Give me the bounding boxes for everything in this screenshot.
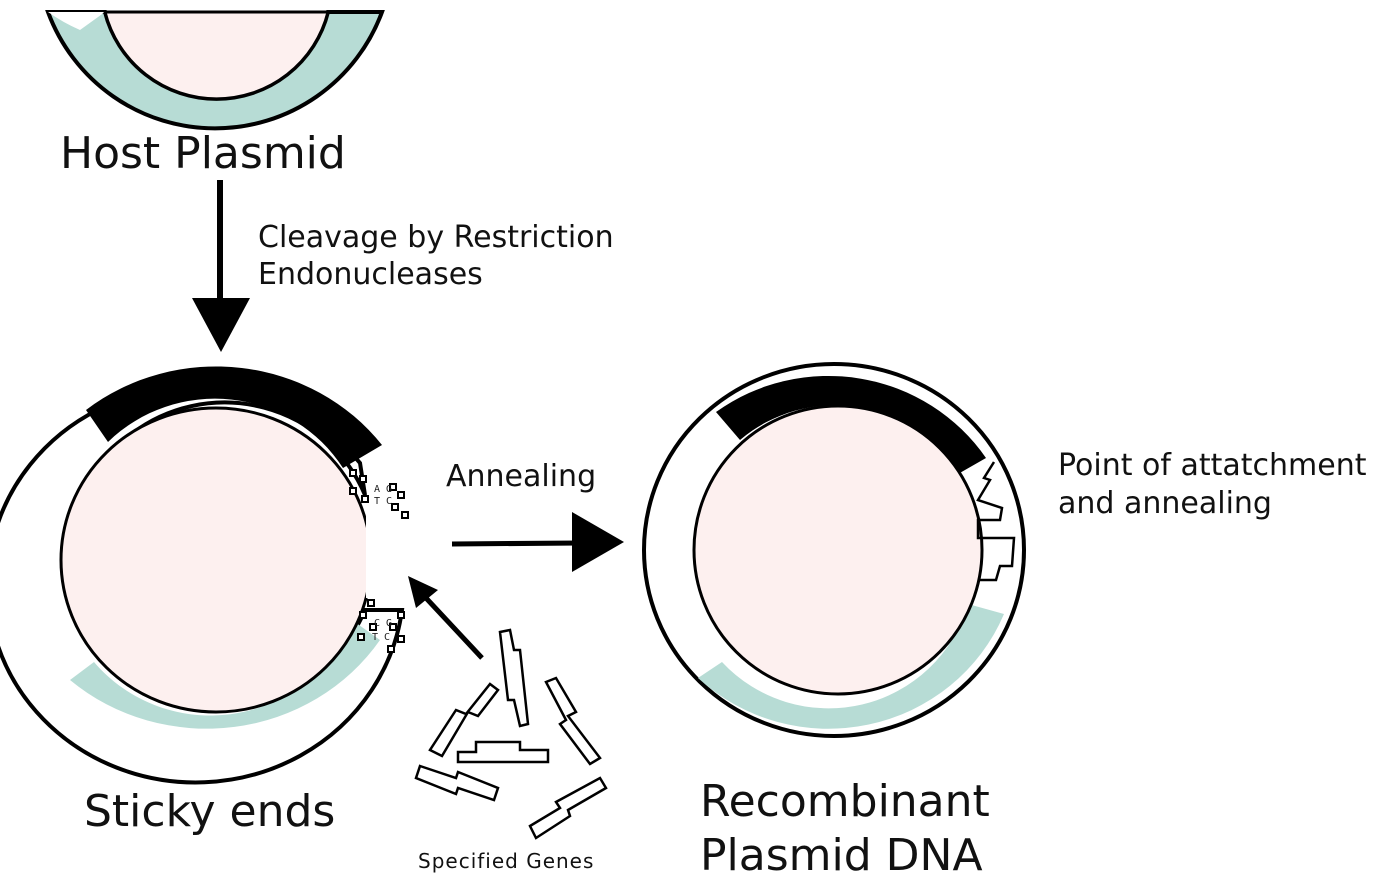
sticky-cut-gap: [366, 512, 412, 598]
sticky-ends-label: Sticky ends: [84, 786, 335, 837]
svg-text:C G: C G: [374, 618, 392, 629]
arrow-right-icon: [451, 512, 624, 572]
sticky-end-top: [349, 469, 409, 519]
recombinant-plasmid: [642, 362, 1026, 738]
gene-fragment: [544, 676, 602, 766]
gene-fragment: [456, 740, 550, 764]
recombinant-inner: [692, 404, 984, 696]
cleavage-label-line2: Endonucleases: [258, 257, 483, 292]
point-label-line1: Point of attatchment: [1058, 448, 1367, 483]
svg-text:T C: T C: [372, 632, 390, 643]
host-plasmid-label: Host Plasmid: [60, 128, 346, 179]
recombinant-label-line1: Recombinant: [700, 776, 990, 827]
sticky-end-letters: A G T C C G T C: [372, 484, 392, 643]
host-plasmid: [45, 10, 385, 131]
specified-genes-label: Specified Genes: [418, 849, 594, 873]
sticky-inner: [59, 406, 373, 714]
sticky-ends-plasmid: A G T C C G T C: [0, 366, 412, 785]
point-label-line2: and annealing: [1058, 486, 1272, 521]
gene-fragment: [528, 776, 608, 840]
sticky-end-bottom: [357, 599, 405, 653]
sticky-teal-band: [70, 620, 380, 729]
gene-fragments: [414, 628, 608, 840]
arrow-down-icon: [192, 180, 250, 352]
recombinant-black-band: [716, 375, 986, 474]
inserted-gene-outline: [976, 461, 1016, 582]
svg-text:T C: T C: [374, 496, 392, 507]
cleavage-label-line1: Cleavage by Restriction: [258, 220, 614, 255]
gene-fragment: [428, 682, 500, 758]
host-plasmid-white-segment: [48, 12, 105, 30]
host-plasmid-inner: [103, 10, 330, 101]
recombinant-teal-band: [698, 604, 1004, 729]
gene-fragment: [414, 764, 500, 802]
annealing-label: Annealing: [446, 459, 596, 494]
arrow-diagonal-icon: [408, 576, 484, 660]
recombinant-label-line2: Plasmid DNA: [700, 830, 983, 878]
sticky-black-band: [86, 366, 382, 468]
gene-fragment: [498, 628, 530, 728]
svg-text:A G: A G: [374, 484, 392, 495]
